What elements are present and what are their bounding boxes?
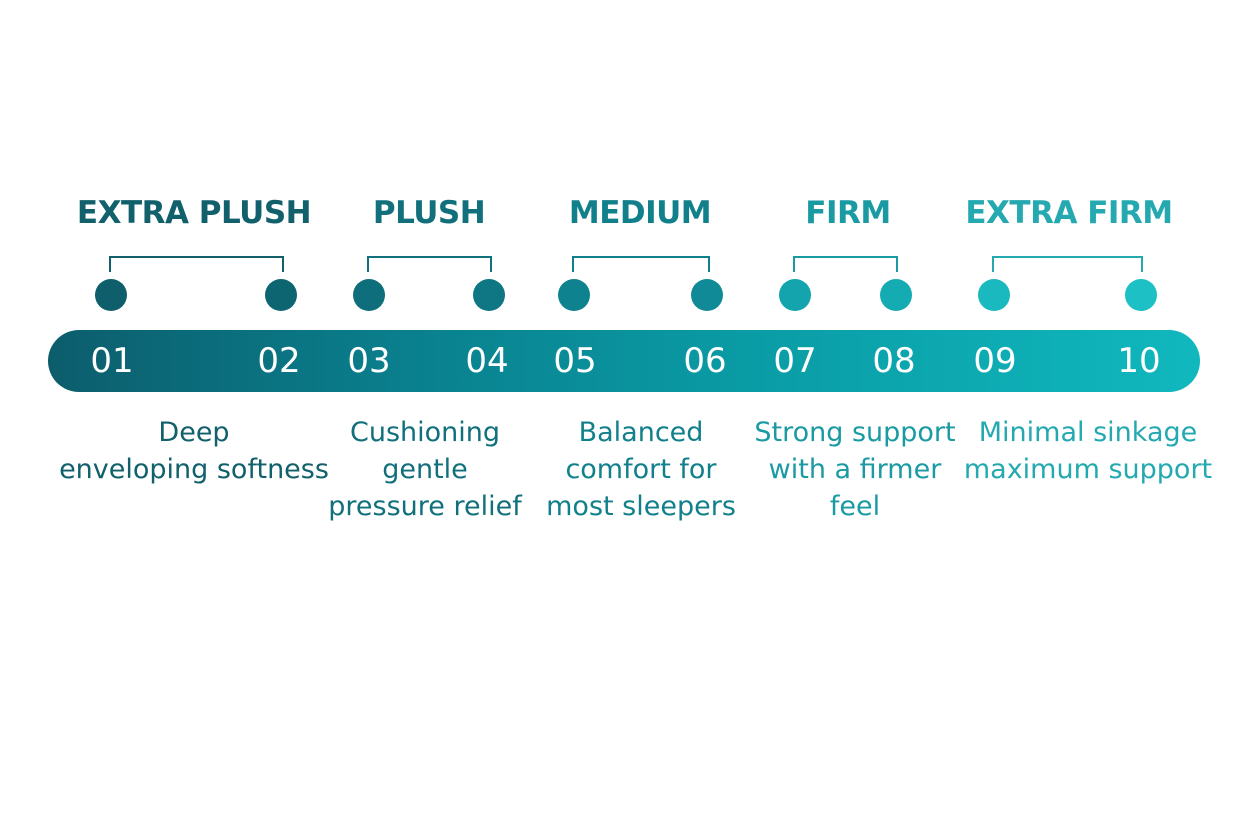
description-line: with a firmer [768, 454, 942, 485]
level-number-10: 10 [1117, 341, 1161, 381]
level-number-07: 07 [773, 341, 817, 381]
description-line: comfort for [565, 454, 717, 485]
group-title-extra-firm: EXTRA FIRM [965, 195, 1173, 231]
description-line: Minimal sinkage [978, 417, 1198, 448]
level-dot-05 [558, 279, 590, 311]
level-number-03: 03 [347, 341, 391, 381]
description-extra-firm: Minimal sinkage maximum support [964, 414, 1212, 488]
level-dot-02 [265, 279, 297, 311]
level-dot-08 [880, 279, 912, 311]
level-dot-06 [691, 279, 723, 311]
description-medium: Balanced comfort for most sleepers [546, 414, 736, 525]
firmness-gradient-bar [48, 330, 1200, 392]
description-line: Strong support [754, 417, 956, 448]
description-line: feel [829, 491, 881, 522]
description-firm: Strong support with a firmer feel [754, 414, 955, 525]
level-dot-03 [353, 279, 385, 311]
description-line: pressure relief [328, 491, 522, 522]
bracket-medium [572, 256, 710, 272]
level-dot-07 [779, 279, 811, 311]
level-number-05: 05 [553, 341, 597, 381]
description-line: most sleepers [546, 491, 736, 522]
description-line: enveloping softness [59, 454, 329, 485]
group-title-plush: PLUSH [372, 195, 486, 231]
description-plush: Cushioning gentle pressure relief [328, 414, 521, 525]
description-line: maximum support [963, 454, 1213, 485]
level-number-09: 09 [973, 341, 1017, 381]
description-line: Cushioning [349, 417, 501, 448]
level-number-08: 08 [872, 341, 916, 381]
level-number-06: 06 [683, 341, 727, 381]
bracket-plush [367, 256, 492, 272]
level-dot-09 [978, 279, 1010, 311]
group-title-firm: FIRM [805, 195, 891, 231]
level-number-01: 01 [90, 341, 134, 381]
level-number-04: 04 [465, 341, 509, 381]
level-dot-01 [95, 279, 127, 311]
description-line: Balanced [578, 417, 704, 448]
group-title-medium: MEDIUM [568, 195, 712, 231]
group-title-extra-plush: EXTRA PLUSH [76, 195, 312, 231]
description-line: Deep [158, 417, 230, 448]
level-dot-10 [1125, 279, 1157, 311]
level-dot-04 [473, 279, 505, 311]
bracket-extra-firm [992, 256, 1143, 272]
level-number-02: 02 [257, 341, 301, 381]
bracket-firm [793, 256, 898, 272]
bracket-extra-plush [109, 256, 284, 272]
description-extra-plush: Deep enveloping softness [59, 414, 329, 488]
description-line: gentle [382, 454, 468, 485]
